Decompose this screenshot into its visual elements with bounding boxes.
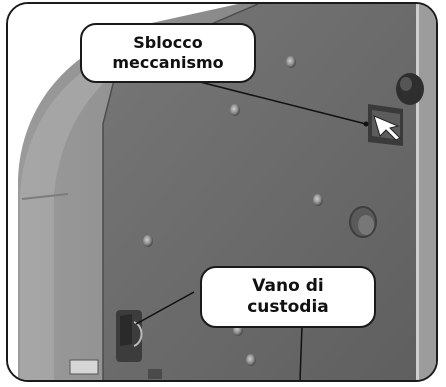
callout-top-line2: meccanismo — [112, 53, 224, 72]
housing-right-edge — [418, 4, 436, 380]
screw-hole — [313, 194, 323, 206]
bottom-latch — [69, 359, 99, 375]
callout-bottom-line1: Vano di — [252, 275, 324, 296]
leader-line-bottom — [299, 325, 303, 380]
release-mechanism — [368, 104, 403, 146]
release-knob-highlight — [400, 77, 412, 91]
leader-line-left — [135, 291, 195, 325]
latch-slot — [120, 314, 132, 346]
large-hole-inner — [358, 215, 374, 235]
screw-hole — [286, 56, 296, 68]
callout-bottom-line2: custodia — [247, 297, 329, 317]
housing-bevel — [20, 46, 132, 380]
screw-hole — [246, 354, 256, 366]
shell-groove — [21, 193, 69, 200]
release-arrow-icon — [373, 115, 401, 141]
leader-line-top — [199, 81, 367, 125]
screw-hole — [143, 235, 153, 247]
leader-dot-top — [363, 121, 369, 127]
callout-release-mechanism: Sblocco meccanismo — [80, 23, 256, 83]
housing-edge-highlight — [416, 4, 419, 380]
storage-latch — [116, 310, 143, 362]
callout-top-line1: Sblocco — [133, 33, 203, 52]
figure-frame: Sblocco meccanismo Vano di custodia — [6, 2, 438, 382]
callout-storage-compartment: Vano di custodia — [200, 266, 376, 328]
screw-hole — [230, 104, 240, 116]
bottom-clip — [148, 369, 162, 379]
